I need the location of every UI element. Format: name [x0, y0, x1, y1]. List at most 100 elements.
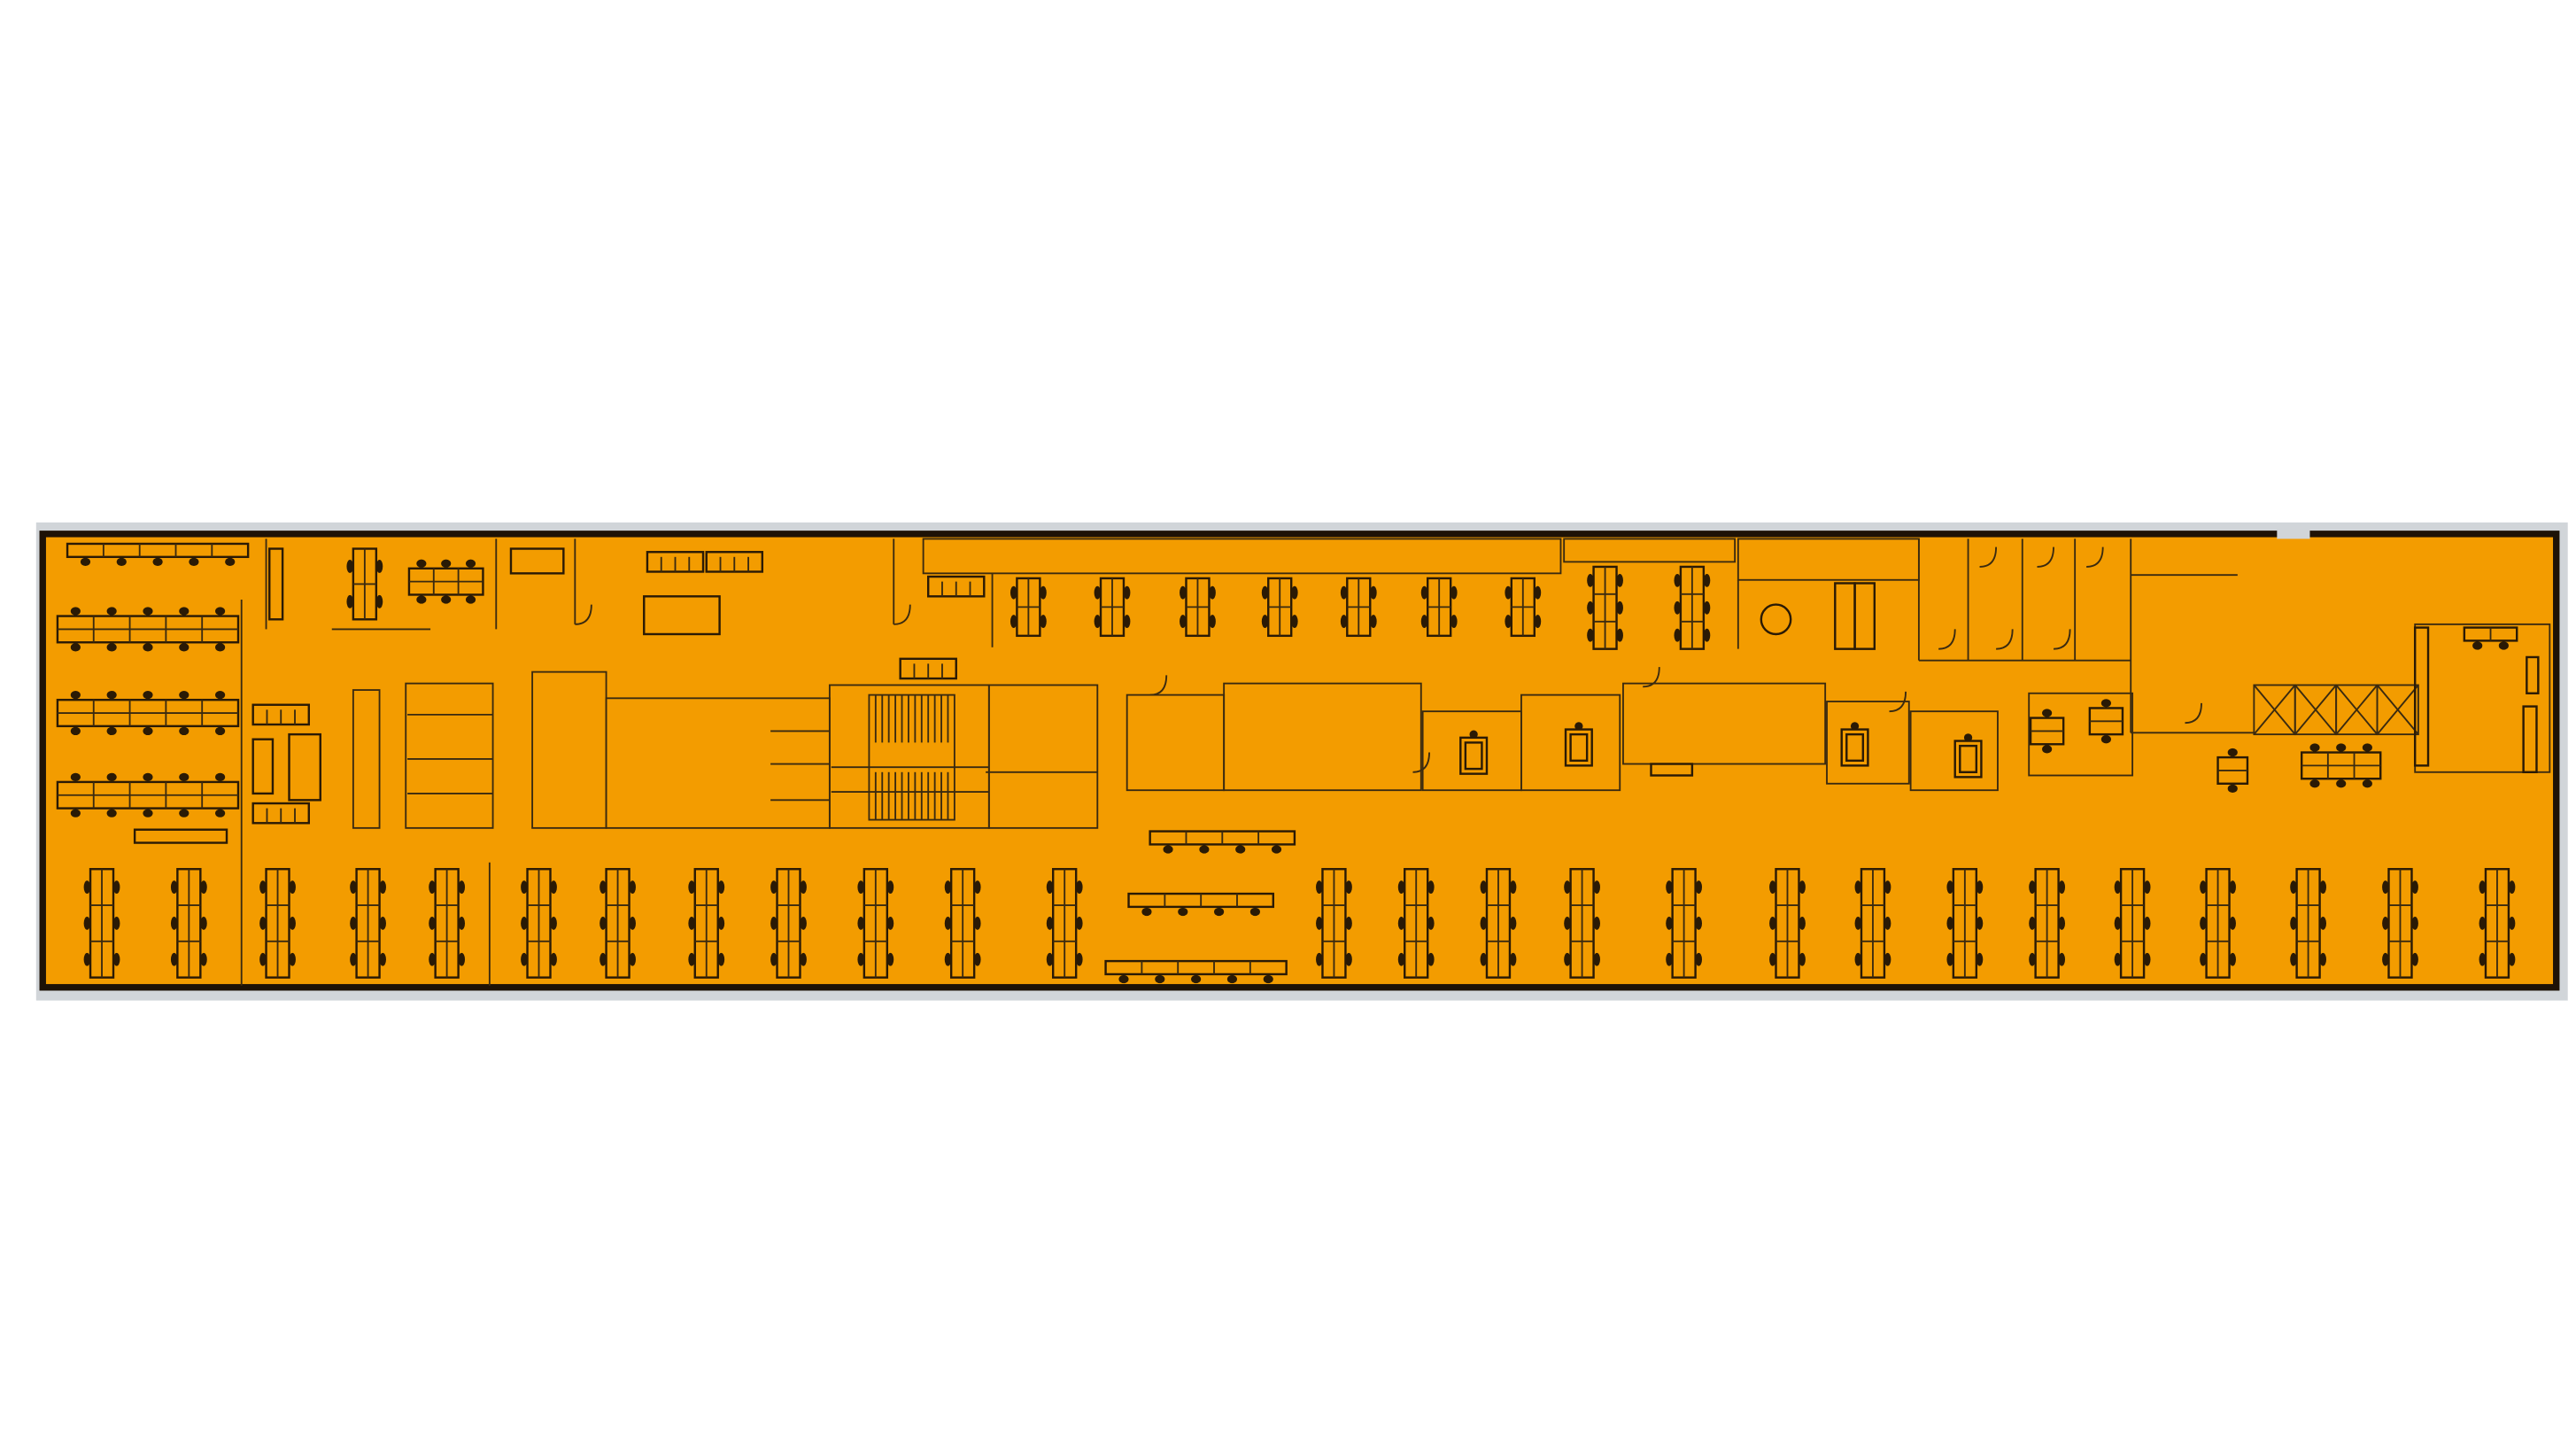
chair	[1249, 907, 1260, 917]
chair	[886, 917, 894, 930]
chair	[1963, 733, 1973, 742]
chair	[350, 952, 357, 966]
chair	[83, 917, 91, 930]
desk-cluster	[1180, 577, 1216, 638]
chair	[1046, 880, 1054, 895]
chair	[116, 557, 127, 567]
staircase	[868, 694, 955, 821]
chair	[1155, 974, 1165, 984]
chair	[289, 952, 296, 966]
chair	[215, 772, 226, 781]
office-desk	[1840, 722, 1869, 767]
round-table	[1760, 603, 1792, 636]
chair	[170, 880, 178, 895]
chair	[106, 643, 117, 652]
desk-cluster	[350, 868, 386, 979]
chair	[2100, 699, 2111, 708]
chair	[1616, 601, 1623, 615]
table	[288, 732, 321, 802]
chair	[416, 595, 427, 604]
chair	[1291, 585, 1298, 600]
chair	[215, 726, 226, 736]
chair	[179, 809, 190, 817]
chair	[1010, 615, 1017, 629]
chair	[83, 952, 91, 966]
chair	[974, 952, 981, 966]
chair	[770, 917, 777, 930]
chair	[215, 643, 226, 652]
chair	[2029, 880, 2036, 895]
chair	[2290, 952, 2297, 966]
room	[352, 689, 381, 829]
chair	[2058, 917, 2066, 930]
chair	[70, 726, 81, 736]
desk	[1104, 959, 1288, 976]
door-swing	[1979, 546, 1998, 568]
chair	[688, 952, 695, 966]
chair	[1123, 585, 1131, 600]
chair	[379, 917, 386, 930]
chair	[1674, 601, 1681, 615]
desk	[2522, 705, 2538, 773]
chair	[2229, 917, 2236, 930]
chair	[550, 880, 557, 895]
chair	[1397, 880, 1405, 895]
chair	[1505, 585, 1512, 600]
room	[1622, 682, 1827, 765]
chair	[2042, 709, 2053, 717]
chair	[2411, 880, 2418, 895]
chair	[1191, 974, 1202, 984]
chair	[1214, 907, 1225, 917]
chair	[1769, 917, 1776, 930]
desk-cluster	[259, 868, 296, 979]
chair	[1587, 573, 1594, 587]
chair	[2200, 880, 2207, 895]
chair	[974, 880, 981, 895]
chair	[2227, 748, 2238, 757]
door-swing	[1149, 675, 1168, 696]
desk-cluster	[1564, 868, 1600, 979]
chair	[1199, 845, 1210, 854]
chair	[106, 726, 117, 736]
chair	[259, 952, 267, 966]
chair	[1976, 880, 1984, 895]
furniture-layer	[56, 542, 2540, 984]
chair	[289, 917, 296, 930]
room	[1223, 682, 1422, 792]
chair	[375, 594, 383, 608]
chair	[113, 952, 120, 966]
desk-row	[56, 607, 240, 652]
desk-cluster	[1010, 577, 1047, 638]
cabinet-cross	[2294, 684, 2337, 735]
desk-cluster	[1397, 868, 1435, 979]
chair	[225, 557, 236, 567]
chair	[2229, 952, 2236, 966]
chair	[2114, 917, 2122, 930]
table	[1650, 763, 1694, 777]
chair	[1450, 585, 1458, 600]
desk-row	[2088, 699, 2124, 744]
sofa	[926, 575, 986, 598]
chair	[1616, 628, 1623, 642]
chair	[1593, 952, 1600, 966]
desk	[2526, 655, 2540, 694]
chair	[1123, 615, 1131, 629]
desk-cluster	[688, 868, 725, 979]
chair	[2227, 784, 2238, 793]
chair	[1094, 585, 1102, 600]
desk-cluster	[2290, 868, 2327, 979]
chair	[1593, 917, 1600, 930]
desk-row	[56, 772, 240, 817]
chair	[1340, 585, 1348, 600]
chair	[2144, 952, 2151, 966]
chair	[2382, 917, 2389, 930]
chair	[1564, 952, 1571, 966]
chair	[1010, 585, 1017, 600]
floor-area[interactable]	[39, 531, 2560, 991]
chair	[143, 809, 153, 817]
chair	[1884, 952, 1891, 966]
desk-cluster	[2114, 868, 2151, 979]
desk-cluster	[429, 868, 466, 979]
sofa	[899, 657, 957, 680]
chair	[1263, 974, 1273, 984]
